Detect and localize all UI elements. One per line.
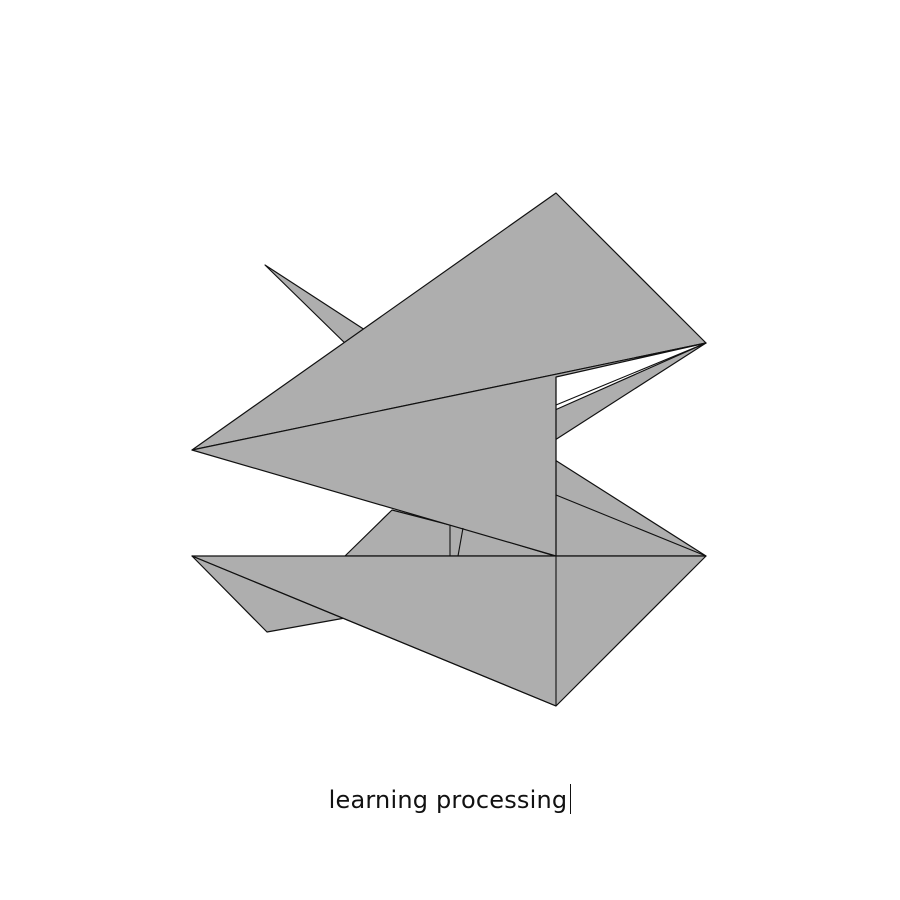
back-spike-piece: [264, 264, 366, 351]
origami-pieces: [191, 192, 707, 707]
crease-line-apex-low: [191, 555, 557, 707]
crease-line-wing: [555, 494, 707, 557]
text-cursor-icon: [570, 784, 572, 814]
crease-line-inner-b: [457, 527, 464, 557]
crease-line-upper-wing: [555, 342, 707, 406]
caption-row: learning processing: [0, 780, 900, 820]
caption-text: learning processing: [328, 786, 568, 814]
right-lower-wing-piece: [554, 459, 707, 557]
